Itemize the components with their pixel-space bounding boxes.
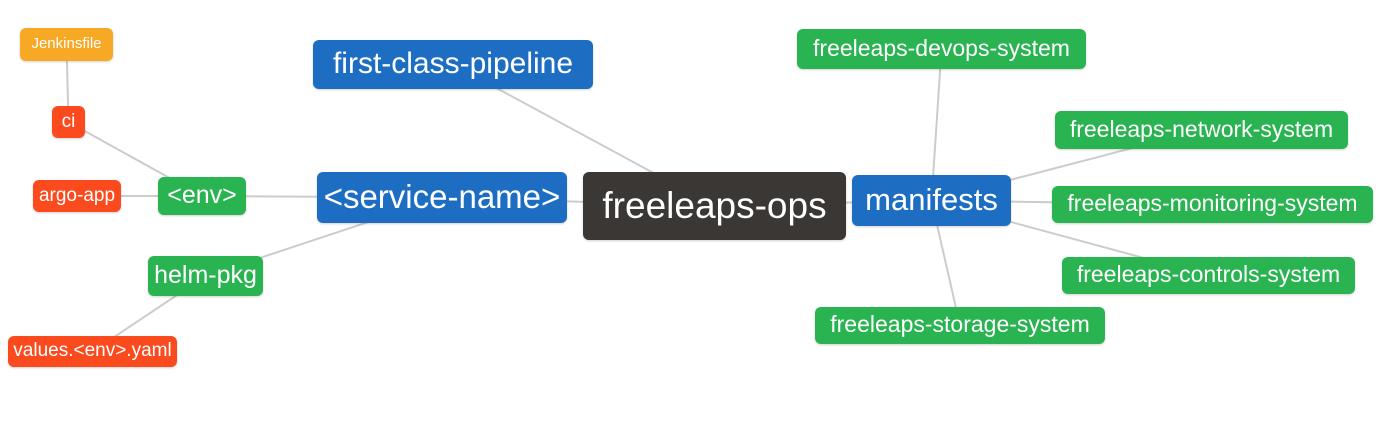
node-network-system[interactable]: freeleaps-network-system <box>1055 111 1348 149</box>
node-label-env: <env> <box>167 180 237 209</box>
node-service-name[interactable]: <service-name> <box>317 172 567 223</box>
node-freeleaps-ops[interactable]: freeleaps-ops <box>583 172 846 240</box>
node-first-class-pipeline[interactable]: first-class-pipeline <box>313 40 593 89</box>
node-label-first-class-pipeline: first-class-pipeline <box>332 46 574 80</box>
node-label-manifests: manifests <box>865 182 998 217</box>
node-manifests[interactable]: manifests <box>852 175 1011 226</box>
node-label-freeleaps-ops: freeleaps-ops <box>602 184 827 226</box>
node-label-controls-system: freeleaps-controls-system <box>1076 261 1341 287</box>
node-label-helm-pkg: helm-pkg <box>154 260 257 289</box>
node-env[interactable]: <env> <box>158 177 246 215</box>
node-argo-app[interactable]: argo-app <box>33 180 121 212</box>
node-label-service-name: <service-name> <box>323 178 561 215</box>
node-label-values-yaml: values.<env>.yaml <box>13 340 172 361</box>
node-storage-system[interactable]: freeleaps-storage-system <box>815 307 1105 344</box>
node-label-network-system: freeleaps-network-system <box>1069 115 1334 142</box>
node-label-jenkinsfile: Jenkinsfile <box>31 35 102 52</box>
node-controls-system[interactable]: freeleaps-controls-system <box>1062 257 1355 294</box>
node-label-storage-system: freeleaps-storage-system <box>830 311 1090 337</box>
node-monitoring-system[interactable]: freeleaps-monitoring-system <box>1052 186 1373 223</box>
node-devops-system[interactable]: freeleaps-devops-system <box>797 29 1086 69</box>
node-label-monitoring-system: freeleaps-monitoring-system <box>1067 190 1358 216</box>
node-helm-pkg[interactable]: helm-pkg <box>148 256 263 296</box>
node-values-yaml[interactable]: values.<env>.yaml <box>8 336 177 367</box>
node-label-devops-system: freeleaps-devops-system <box>813 34 1070 61</box>
node-label-argo-app: argo-app <box>38 184 116 206</box>
node-label-ci: ci <box>61 110 76 132</box>
node-jenkinsfile[interactable]: Jenkinsfile <box>20 28 113 61</box>
node-ci[interactable]: ci <box>52 106 85 138</box>
